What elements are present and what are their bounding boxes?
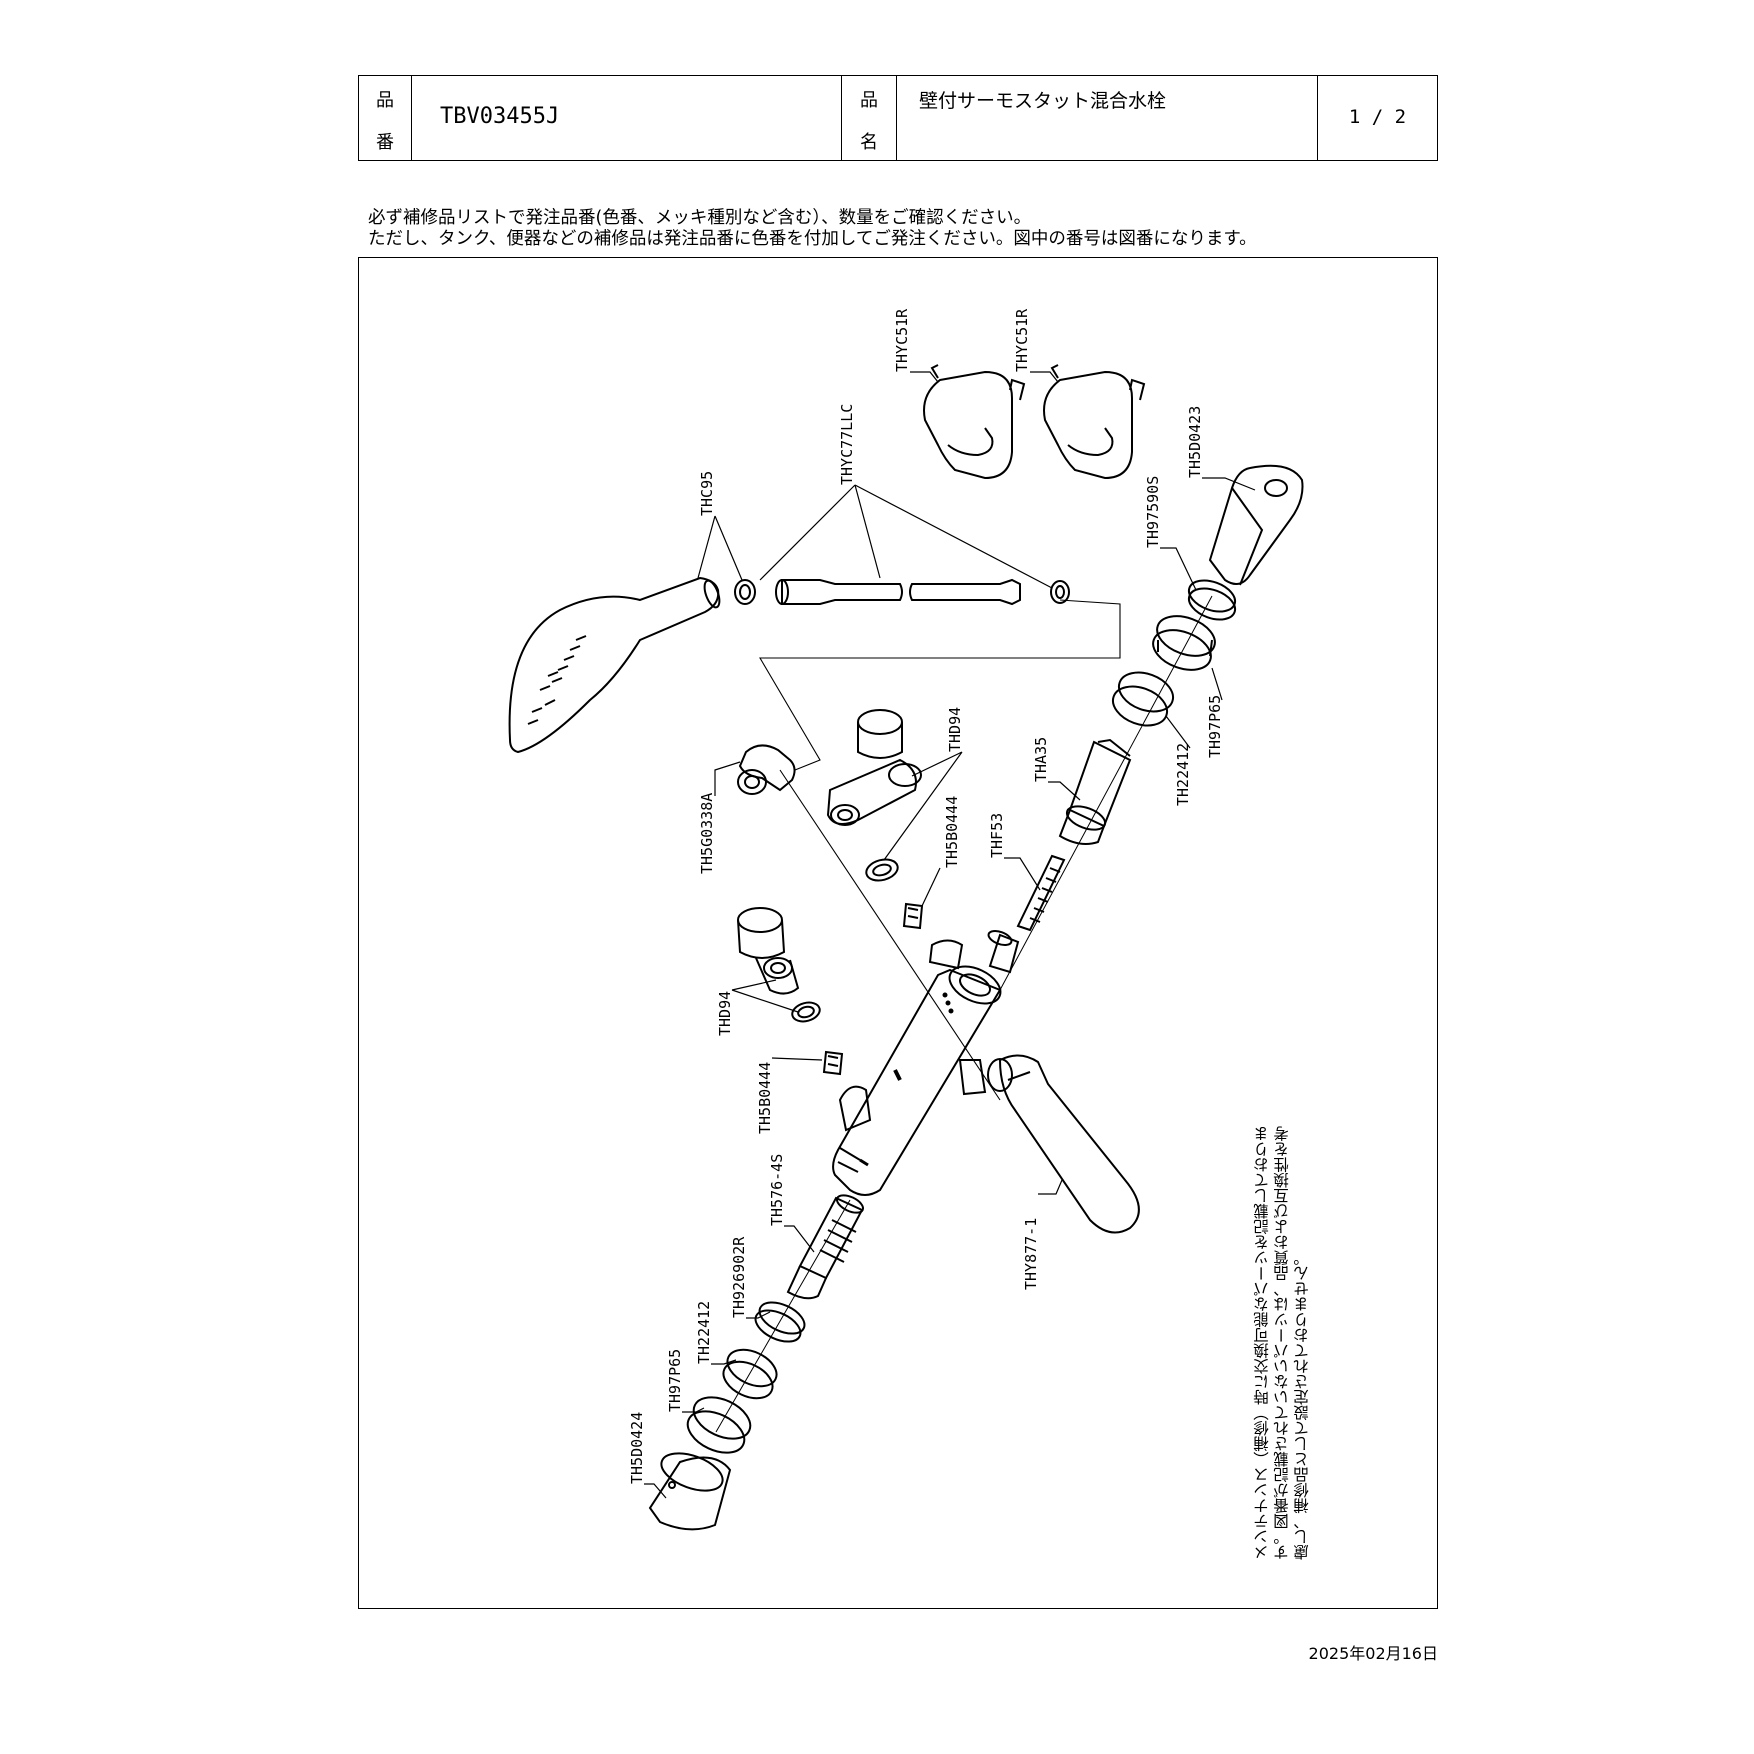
title-block: 品 番 TBV03455J 品 名 壁付サーモスタット混合水栓 1 / 2 [358, 75, 1438, 161]
check-valve-lower [822, 1050, 844, 1076]
label-th5d0423-text: TH5D0423 [1186, 406, 1204, 478]
temperature-handle-left [648, 1452, 732, 1531]
temperature-handle-right [1208, 464, 1304, 586]
issue-date: 2025年02月16日 [1308, 1644, 1438, 1663]
check-valve-upper [902, 902, 924, 930]
label-thc95-text: THC95 [698, 471, 716, 516]
label-th97590s-text: TH97590S [1144, 476, 1162, 548]
valve-body [832, 939, 1013, 1196]
spring-thf53 [1016, 854, 1066, 932]
label-thy877-1: THY877-1 [1022, 1179, 1063, 1290]
label-thy877-1-text: THY877-1 [1022, 1218, 1040, 1290]
label-thd94-a: THD94 [883, 707, 964, 861]
washer-thc95-left [734, 579, 756, 605]
label-th5b0444-a: TH5B0444 [921, 796, 961, 907]
label-th5b0444-b: TH5B0444 [756, 1057, 823, 1134]
shower-elbow-th5g0338a [737, 744, 796, 795]
label-thd94-a-text: THD94 [946, 707, 964, 752]
ring-th97590s [1187, 579, 1237, 621]
diagram-frame [358, 257, 1438, 1609]
name-label-2: 名 [860, 132, 878, 153]
code-label-cell: 品 番 [359, 76, 412, 160]
order-notes: 必ず補修品リストで発注品番(色番、メッキ種別など含む）、数量をご確認ください。 … [368, 208, 1257, 250]
order-note-line-2: ただし、タンク、便器などの補修品は発注品番に色番を付加してご発注ください。図中の… [368, 229, 1257, 249]
label-thd94-b-text: THD94 [716, 991, 734, 1036]
label-th5d0424-text: TH5D0424 [628, 1412, 646, 1484]
page-cell: 1 / 2 [1318, 76, 1437, 160]
label-thf53-text: THF53 [988, 813, 1006, 858]
leader-lines [759, 599, 1121, 1101]
label-th22412-a: TH22412 [1165, 715, 1192, 806]
label-th5g0338a-text: TH5G0338A [698, 793, 716, 874]
ring-th97p65-left [686, 1396, 752, 1454]
code-label-1: 品 [376, 90, 394, 111]
page-number: 1 / 2 [1348, 106, 1407, 128]
ring-th97p65-right [1152, 615, 1216, 671]
hanger-bracket-2 [1043, 364, 1146, 480]
label-th5d0424: TH5D0424 [628, 1412, 667, 1499]
label-thyc51r-b: THYC51R [1013, 308, 1059, 383]
label-th97p65-a-text: TH97P65 [1206, 695, 1224, 758]
label-th22412-b: TH22412 [695, 1301, 737, 1365]
lever-handle [998, 1054, 1140, 1234]
lower-eccentric-joint [737, 907, 800, 995]
label-thyc77llc-text: THYC77LLC [838, 404, 856, 485]
label-thyc51r-b-text: THYC51R [1013, 308, 1031, 372]
label-thd94-b: THD94 [716, 979, 799, 1036]
label-tha35: THA35 [1032, 737, 1081, 801]
order-note-line-1: 必ず補修品リストで発注品番(色番、メッキ種別など含む）、数量をご確認ください。 [368, 208, 1032, 228]
label-th22412-a-text: TH22412 [1174, 743, 1192, 806]
washer-lower [791, 1001, 821, 1023]
product-name: 壁付サーモスタット混合水栓 [919, 90, 1167, 112]
name-label-1: 品 [860, 90, 878, 111]
cartridge-th576-4s [786, 1194, 865, 1300]
product-code: TBV03455J [440, 104, 560, 129]
ring-th22412-right [1111, 671, 1175, 727]
maintenance-note: メンテナンス（補修）時に交換可能なパーツを記載しております。図番が記載されていな… [1253, 1126, 1311, 1560]
label-th97p65-b-text: TH97P65 [666, 1349, 684, 1412]
shower-hose [775, 578, 1021, 606]
label-tha35-text: THA35 [1032, 737, 1050, 782]
label-th576-4s: TH576-4S [768, 1154, 815, 1253]
hanger-bracket-1 [923, 364, 1026, 480]
assembly-axis [715, 595, 1213, 1433]
label-thyc77llc: THYC77LLC [759, 404, 1053, 589]
label-thyc51r-a: THYC51R [893, 308, 939, 383]
label-th97p65-a: TH97P65 [1206, 667, 1224, 758]
label-th22412-b-text: TH22412 [695, 1301, 713, 1364]
label-thf53: THF53 [988, 813, 1041, 891]
label-thyc51r-a-text: THYC51R [893, 308, 911, 372]
label-th926902r: TH926902R [730, 1236, 771, 1319]
upper-eccentric-joint [826, 709, 922, 826]
label-th97590s: TH97590S [1144, 476, 1197, 591]
washer-thc95-right [1050, 580, 1070, 604]
label-th576-4s-text: TH576-4S [768, 1154, 786, 1226]
name-cell: 壁付サーモスタット混合水栓 [897, 76, 1318, 160]
code-cell: TBV03455J [412, 76, 842, 160]
label-thc95: THC95 [697, 471, 743, 581]
washer-upper [865, 858, 899, 882]
label-th5b0444-a-text: TH5B0444 [943, 796, 961, 868]
label-th926902r-text: TH926902R [730, 1236, 748, 1318]
label-th5d0423: TH5D0423 [1186, 406, 1256, 491]
code-label-2: 番 [376, 132, 394, 153]
hand-shower-head [508, 576, 721, 754]
name-label-cell: 品 名 [842, 76, 897, 160]
label-th5b0444-b-text: TH5B0444 [756, 1062, 774, 1134]
cartridge-tha35 [1058, 738, 1132, 845]
label-th97p65-b: TH97P65 [666, 1349, 705, 1413]
label-th5g0338a: TH5G0338A [698, 761, 741, 874]
part-labels: THYC51R THYC51R TH5D0423 THYC77LLC THC95… [628, 308, 1256, 1499]
